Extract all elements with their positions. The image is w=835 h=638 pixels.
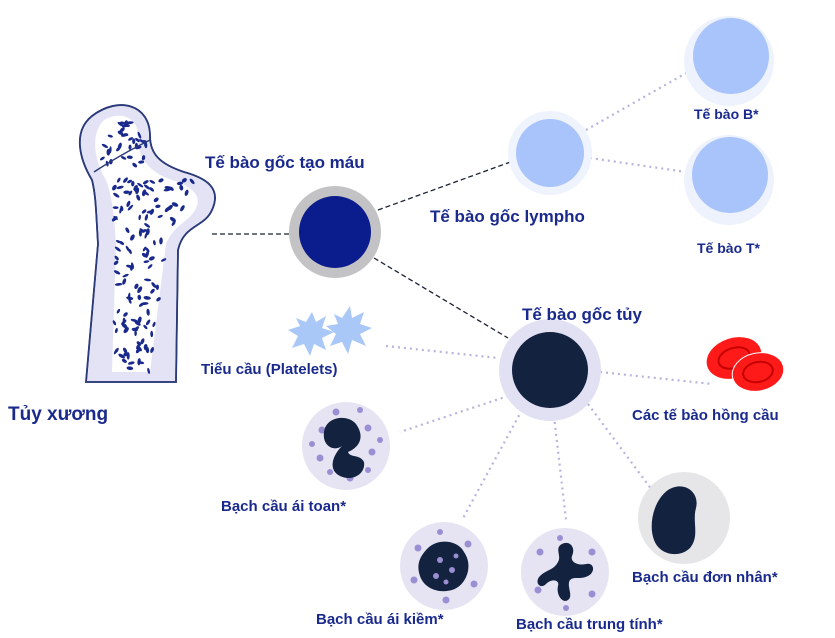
label-monocyte: Bạch cầu đơn nhân* (632, 570, 778, 585)
connector-myeloid-platelets (386, 346, 498, 358)
label-b-cell: Tế bào B* (694, 107, 759, 121)
label-rbc: Các tế bào hồng cầu (632, 408, 779, 423)
label-platelets: Tiểu cầu (Platelets) (201, 362, 337, 377)
label-hsc: Tế bào gốc tạo máu (205, 154, 365, 171)
label-t-cell: Tế bào T* (697, 241, 760, 255)
label-bone-marrow: Tủy xương (8, 405, 108, 424)
eosinophil-cell (302, 402, 390, 490)
connector-hsc-myeloid (374, 258, 508, 338)
connector-myeloid-eosinophil (400, 394, 514, 432)
b-cell (684, 16, 774, 106)
marrow-speckle (156, 284, 159, 289)
basophil-cell (400, 522, 488, 610)
lymphoid-stem-cell (508, 111, 592, 195)
monocyte-cell (638, 472, 730, 564)
connectors (212, 72, 712, 520)
label-lymphoid: Tế bào gốc lympho (430, 208, 585, 225)
bone-illustration (80, 105, 215, 382)
marrow-speckle (127, 352, 130, 359)
myeloid-stem-cell (499, 319, 601, 421)
connector-hsc-lymphoid (378, 160, 516, 210)
connector-lymphoid-t-cell (590, 158, 686, 172)
label-neutrophil: Bạch cầu trung tính* (516, 617, 663, 632)
t-cell (684, 135, 774, 225)
connector-myeloid-basophil (462, 410, 522, 520)
label-eosinophil: Bạch cầu ái toan* (221, 499, 346, 514)
connector-lymphoid-b-cell (586, 72, 688, 130)
red-blood-cells-icon (701, 330, 787, 396)
hsc-cell (289, 186, 381, 278)
label-myeloid: Tế bào gốc tủy (522, 306, 642, 323)
platelets-icon (288, 306, 372, 356)
connector-myeloid-rbc (600, 372, 712, 384)
neutrophil-cell (521, 528, 609, 616)
connector-myeloid-neutrophil (554, 416, 566, 520)
label-basophil: Bạch cầu ái kiềm* (316, 612, 444, 627)
